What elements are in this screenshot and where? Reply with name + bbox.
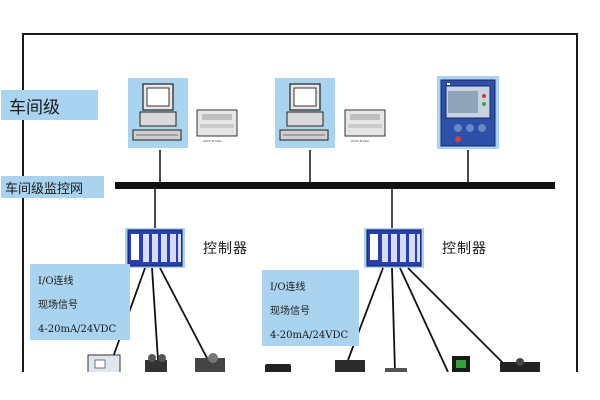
controller-right-label: 控制器: [442, 241, 487, 257]
io-right-line1: I/O连线: [270, 282, 306, 293]
field-device-2: [145, 354, 167, 374]
io-info-left: I/O连线 现场信号 4-20mA/24VDC: [30, 264, 130, 340]
network-bus: [115, 182, 555, 189]
workshop-level-label: 车间级: [1, 90, 98, 120]
field-wiring-right: [347, 267, 513, 373]
bottom-band: [0, 372, 600, 400]
field-device-4: [265, 364, 291, 374]
field-device-8: [500, 358, 540, 374]
io-left-line3: 4-20mA/24VDC: [38, 324, 117, 335]
io-info-right: I/O连线 现场信号 4-20mA/24VDC: [262, 270, 359, 346]
field-device-1: [87, 354, 121, 376]
io-right-line2: 现场信号: [270, 306, 310, 317]
workshop-network-label: 车间级监控网: [1, 176, 104, 198]
field-device-6: [385, 368, 407, 374]
io-left-line1: I/O连线: [38, 276, 74, 287]
diagram-frame: [22, 33, 578, 373]
io-left-line2: 现场信号: [38, 300, 78, 311]
workstation-center: [275, 78, 335, 148]
controller-left-label: 控制器: [203, 241, 248, 257]
printer-left-label: ASCII Printer: [203, 139, 223, 143]
printer-left: [196, 109, 238, 137]
field-device-7: [452, 356, 470, 374]
workstation-left: [128, 78, 188, 148]
controller-left: [125, 228, 185, 268]
printer-center-label: ASCII Printer: [351, 139, 371, 143]
io-right-line3: 4-20mA/24VDC: [270, 330, 349, 341]
printer-center: [344, 109, 386, 137]
controller-right: [364, 228, 424, 268]
field-device-5: [335, 360, 365, 374]
operator-panel: [437, 76, 499, 149]
field-device-3: [195, 353, 225, 374]
